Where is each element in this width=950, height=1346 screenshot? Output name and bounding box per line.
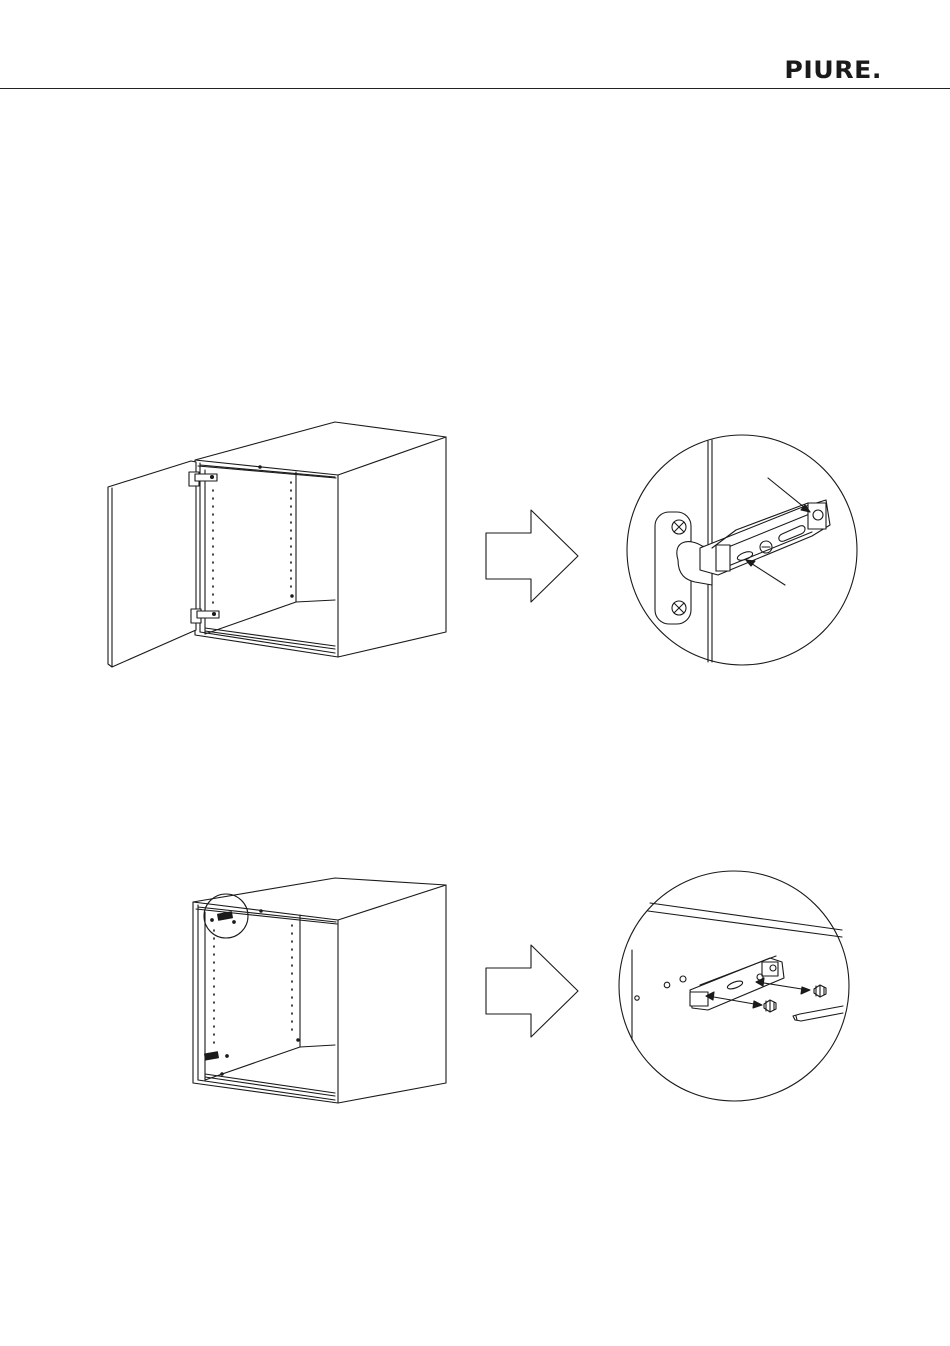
hinge-plate-detail-circle	[619, 871, 849, 1101]
arrow-right-icon	[486, 510, 578, 602]
arrow-right-icon	[486, 945, 578, 1037]
screw-icon	[764, 1000, 776, 1012]
cabinet-with-door	[108, 422, 446, 667]
cabinet-without-door	[193, 878, 446, 1103]
hinge-detail-circle	[627, 435, 857, 665]
screw-icon	[814, 985, 826, 997]
